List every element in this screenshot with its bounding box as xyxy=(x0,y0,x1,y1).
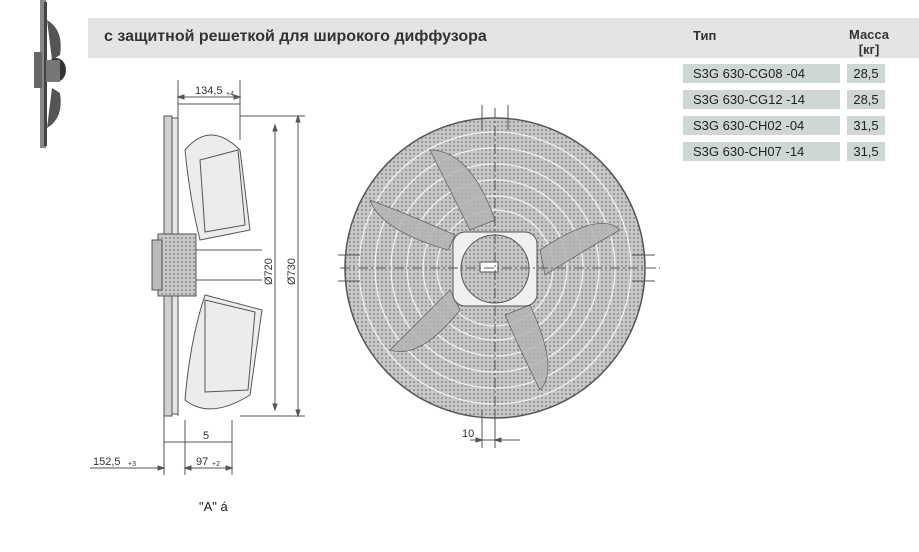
column-header-mass: Масса [кг] xyxy=(846,27,892,57)
dim-bottom-left-tolerance: +3 xyxy=(128,461,136,468)
side-view xyxy=(90,80,305,475)
dim-gap: 5 xyxy=(203,430,209,442)
front-view xyxy=(338,105,660,448)
header-bar xyxy=(88,18,919,58)
dim-top-width-tolerance: +4 xyxy=(226,91,234,98)
dim-front-offset: 10 xyxy=(462,428,474,440)
mass-cell: 28,5 xyxy=(847,90,885,109)
dim-diameter-inner: Ø720 xyxy=(263,258,275,285)
dim-diameter-outer: Ø730 xyxy=(286,258,298,285)
fan-thumbnail-icon xyxy=(34,0,66,148)
type-cell: S3G 630-CH07 -14 xyxy=(683,142,840,161)
mass-cell: 28,5 xyxy=(847,64,885,83)
type-cell: S3G 630-CG08 -04 xyxy=(683,64,840,83)
dim-top-width: 134,5 xyxy=(195,85,223,97)
figure-caption: "A" á xyxy=(199,499,228,514)
type-cell: S3G 630-CG12 -14 xyxy=(683,90,840,109)
column-header-mass-unit: [кг] xyxy=(858,42,880,57)
column-header-type: Тип xyxy=(693,28,717,43)
dim-bottom-mid-tolerance: +2 xyxy=(212,461,220,468)
type-cell: S3G 630-CH02 -04 xyxy=(683,116,840,135)
section-title: с защитной решеткой для широкого диффузо… xyxy=(104,28,487,45)
dim-bottom-mid: 97 xyxy=(196,456,208,468)
column-header-mass-label: Масса xyxy=(848,27,890,42)
dim-bottom-left: 152,5 xyxy=(93,456,121,468)
mass-cell: 31,5 xyxy=(847,142,885,161)
mass-cell: 31,5 xyxy=(847,116,885,135)
